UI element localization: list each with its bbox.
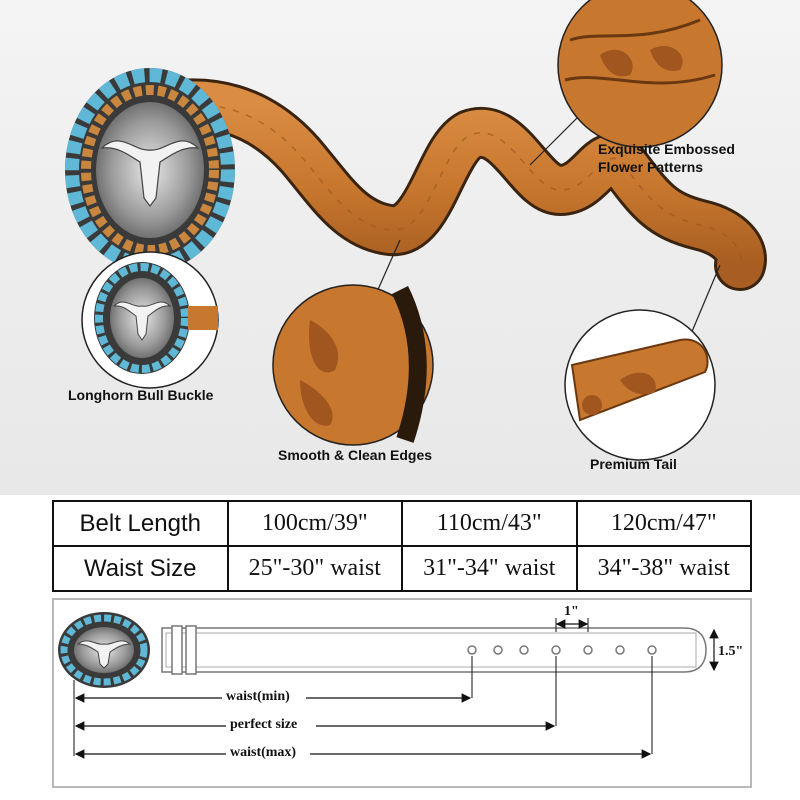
row-label-belt-length: Belt Length — [52, 500, 229, 547]
waist-max-label: waist(max) — [230, 745, 296, 760]
perfect-size-label: perfect size — [230, 717, 297, 732]
main-buckle — [65, 68, 235, 272]
zoom-edges — [272, 284, 434, 446]
zoom-embossed — [557, 0, 723, 148]
callout-tail: Premium Tail — [590, 456, 677, 472]
zoom-buckle — [81, 251, 219, 389]
table-cell: 25"-30" waist — [226, 545, 403, 592]
size-table: Belt Length 100cm/39" 110cm/43" 120cm/47… — [52, 500, 752, 592]
table-cell: 100cm/39" — [226, 500, 403, 547]
table-row: Belt Length 100cm/39" 110cm/43" 120cm/47… — [52, 500, 752, 547]
diagram-drawing: 1" 1.5" waist(min) perfect size waist(ma… — [58, 604, 743, 760]
waist-min-label: waist(min) — [226, 689, 290, 704]
callout-embossed: Exquisite Embossed Flower Patterns — [598, 141, 735, 175]
callout-edges: Smooth & Clean Edges — [278, 447, 433, 463]
belt-width-label: 1.5" — [718, 644, 743, 659]
hole-spacing-label: 1" — [564, 604, 579, 619]
measurement-diagram: 1" 1.5" waist(min) perfect size waist(ma… — [52, 598, 752, 788]
belt-outline — [161, 627, 707, 673]
belt-keeper — [171, 625, 183, 675]
diagram-buckle-icon — [58, 612, 150, 688]
belt-holes — [467, 645, 657, 655]
table-cell: 120cm/47" — [575, 500, 752, 547]
belt-illustration — [65, 0, 767, 461]
table-cell: 31"-34" waist — [401, 545, 578, 592]
table-cell: 110cm/43" — [401, 500, 578, 547]
table-cell: 34"-38" waist — [575, 545, 752, 592]
zoom-tail — [564, 309, 716, 461]
row-label-waist-size: Waist Size — [52, 545, 229, 592]
callout-buckle: Longhorn Bull Buckle — [68, 387, 214, 403]
product-photo: Exquisite Embossed Flower Patterns Longh… — [0, 0, 800, 495]
table-row: Waist Size 25"-30" waist 31"-34" waist 3… — [52, 545, 752, 592]
